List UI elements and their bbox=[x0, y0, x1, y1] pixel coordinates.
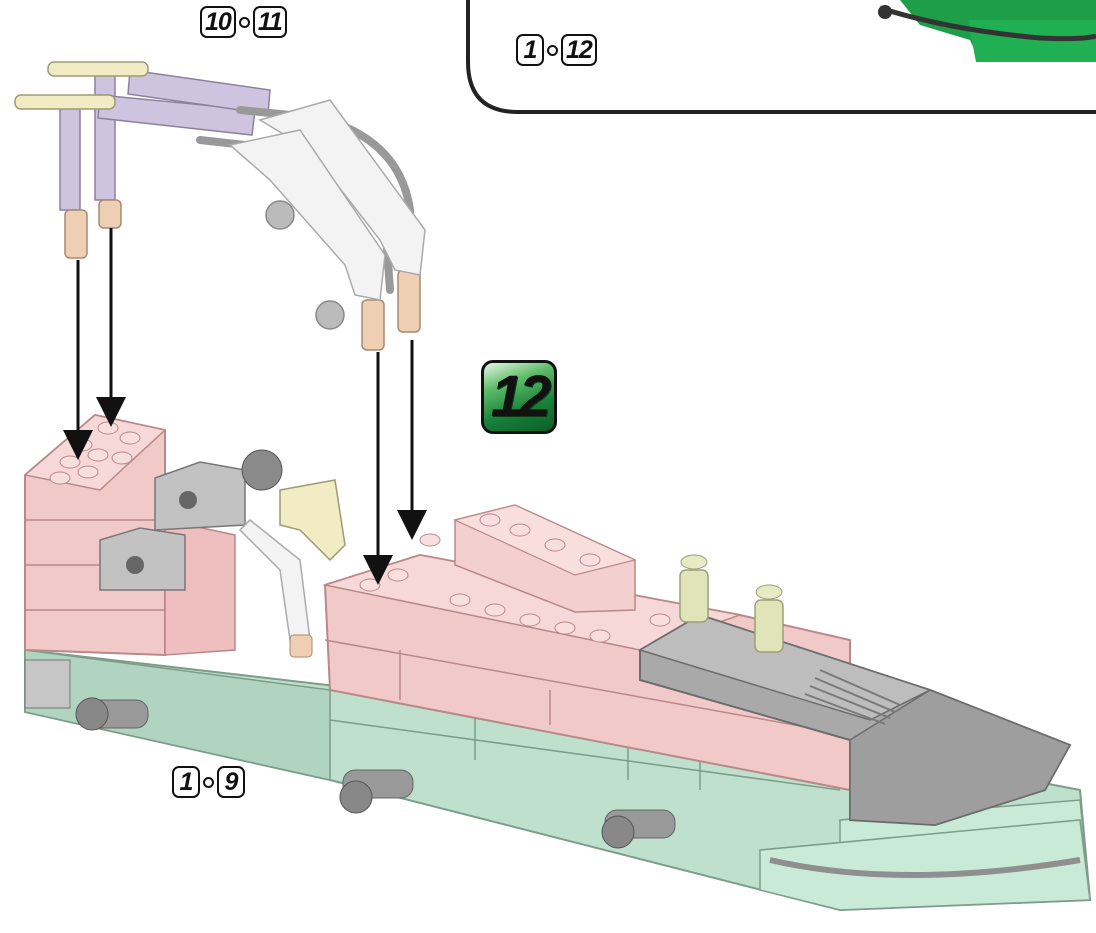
purple-liftarms bbox=[59, 69, 271, 211]
crank-assembly bbox=[238, 449, 346, 658]
pink-body bbox=[322, 504, 851, 792]
substep-start: 1 bbox=[516, 34, 544, 66]
step-number: 12 bbox=[490, 364, 551, 429]
substep-end: 11 bbox=[252, 6, 287, 38]
substep-end: 12 bbox=[561, 34, 597, 66]
assembly-arrows bbox=[63, 228, 427, 585]
linkage-assembly bbox=[14, 61, 426, 351]
substep-label-top-left: 10 11 bbox=[200, 6, 287, 38]
substep-start: 1 bbox=[172, 766, 200, 798]
substep-start: 10 bbox=[200, 6, 236, 38]
mint-tail bbox=[759, 819, 1091, 911]
callout-frame bbox=[466, 0, 1096, 114]
gray-nose-wedge bbox=[638, 613, 1072, 827]
lime-pins bbox=[679, 554, 784, 653]
range-dot bbox=[547, 44, 558, 56]
range-dot bbox=[203, 776, 214, 788]
callout-green-model bbox=[878, 0, 1096, 62]
substep-label-callout: 1 12 bbox=[516, 34, 597, 66]
tan-pins bbox=[64, 199, 421, 351]
cream-axles bbox=[14, 61, 149, 110]
step-number-badge: 12 bbox=[481, 360, 557, 434]
substep-end: 9 bbox=[217, 766, 245, 798]
gray-technic-bricks bbox=[99, 461, 246, 591]
white-angle-connectors bbox=[228, 99, 426, 330]
substep-label-bottom: 1 9 bbox=[172, 766, 245, 798]
axles bbox=[24, 659, 676, 849]
range-dot bbox=[238, 16, 250, 28]
